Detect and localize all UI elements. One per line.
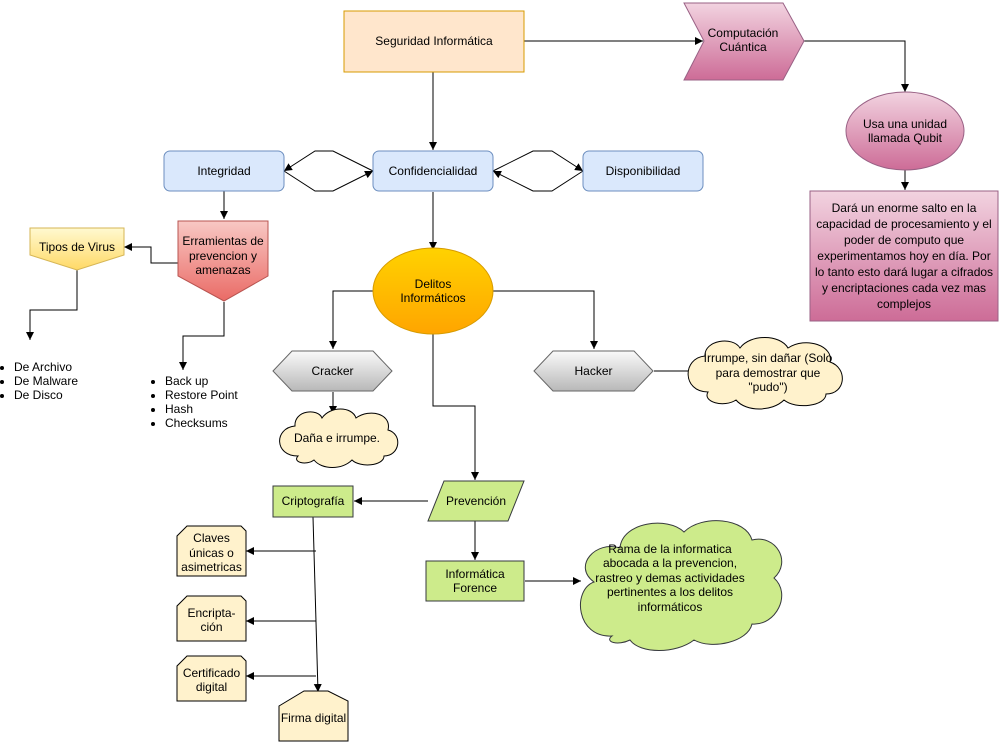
connectors [26, 37, 909, 693]
keys-card-shape [176, 525, 247, 577]
quantum-description-text: Dará un enorme salto en la capacidad de … [814, 201, 994, 311]
edge-quantum-qubit [803, 40, 909, 92]
certificate-label: Certificado digital [182, 665, 241, 694]
qubit-ellipse [845, 91, 965, 171]
root-label: Seguridad Informática [375, 34, 493, 49]
edge-tools-list [179, 302, 225, 370]
list-item: De Archivo [14, 360, 124, 374]
edge-conf-availability [492, 150, 584, 172]
encryption-label: Encripta-ción [187, 605, 236, 634]
list-item: Back up [165, 374, 285, 388]
crimes-ellipse [372, 247, 494, 335]
quantum-description-box [809, 190, 999, 322]
cracker-note: Daña e irrumpe. [293, 430, 381, 445]
quantum-label: Computación Cuántica [707, 25, 779, 54]
prevention-parallelogram [427, 480, 525, 522]
integrity-label: Integridad [197, 163, 251, 178]
tools-pentagon [177, 220, 269, 302]
edge-integrity-conf [283, 170, 374, 192]
confidentiality-box [372, 150, 494, 192]
quantum-step-shape [683, 2, 805, 81]
confidentiality-label: Confidencialidad [388, 163, 478, 178]
list-item: Hash [165, 402, 285, 416]
list-item: De Disco [14, 388, 124, 402]
edge-crimes-hacker [493, 290, 598, 349]
crypto-label: Criptografía [281, 494, 345, 509]
signature-label: Firma digital [280, 710, 347, 725]
forensics-box [425, 560, 525, 602]
forensics-note: Rama de la informatica abocada a la prev… [595, 542, 745, 614]
availability-box [582, 150, 704, 192]
crimes-label: Delitos Informáticos [400, 276, 466, 305]
cracker-hexagon [272, 350, 393, 392]
signature-shape [278, 690, 349, 742]
cracker-note-cloud [279, 408, 399, 468]
forensics-note-cloud [580, 520, 783, 651]
certificate-card-shape [176, 655, 247, 702]
cracker-label: Cracker [311, 363, 354, 378]
list-item: Checksums [165, 416, 285, 430]
hacker-hexagon [533, 350, 654, 392]
edge-availability-conf [492, 170, 584, 192]
edge-tools-viruses [124, 243, 178, 264]
edge-viruses-list [26, 270, 78, 340]
integrity-box [163, 150, 285, 192]
edge-crimes-cracker [329, 290, 373, 349]
hacker-note-cloud [687, 337, 843, 410]
list-item: Restore Point [165, 388, 285, 402]
availability-label: Disponibilidad [605, 163, 681, 178]
tools-list: Back up Restore Point Hash Checksums [151, 374, 285, 430]
viruses-pentagon [29, 227, 125, 271]
hacker-label: Hacker [574, 363, 613, 378]
edge-conf-integrity [283, 150, 374, 172]
viruses-label: Tipos de Virus [38, 239, 116, 254]
qubit-label: Usa una unidad llamada Qubit [862, 116, 948, 145]
list-item: De Malware [14, 374, 124, 388]
encryption-card-shape [176, 595, 247, 642]
virus-types-list: De Archivo De Malware De Disco [0, 360, 124, 402]
prevention-label: Prevención [445, 493, 507, 508]
root-box [343, 10, 525, 73]
keys-label: Claves únicas o asimetricas [181, 531, 242, 575]
tools-label: Erramientas de prevencion y amenazas [182, 234, 264, 278]
crypto-box [272, 485, 354, 518]
edge-crypto-signature [312, 516, 322, 693]
hacker-note: Irrumpe, sin dañar (Solo para demostrar … [703, 351, 833, 395]
forensics-label: Informática Forence [445, 566, 505, 595]
edge-crimes-prevention [432, 334, 479, 480]
